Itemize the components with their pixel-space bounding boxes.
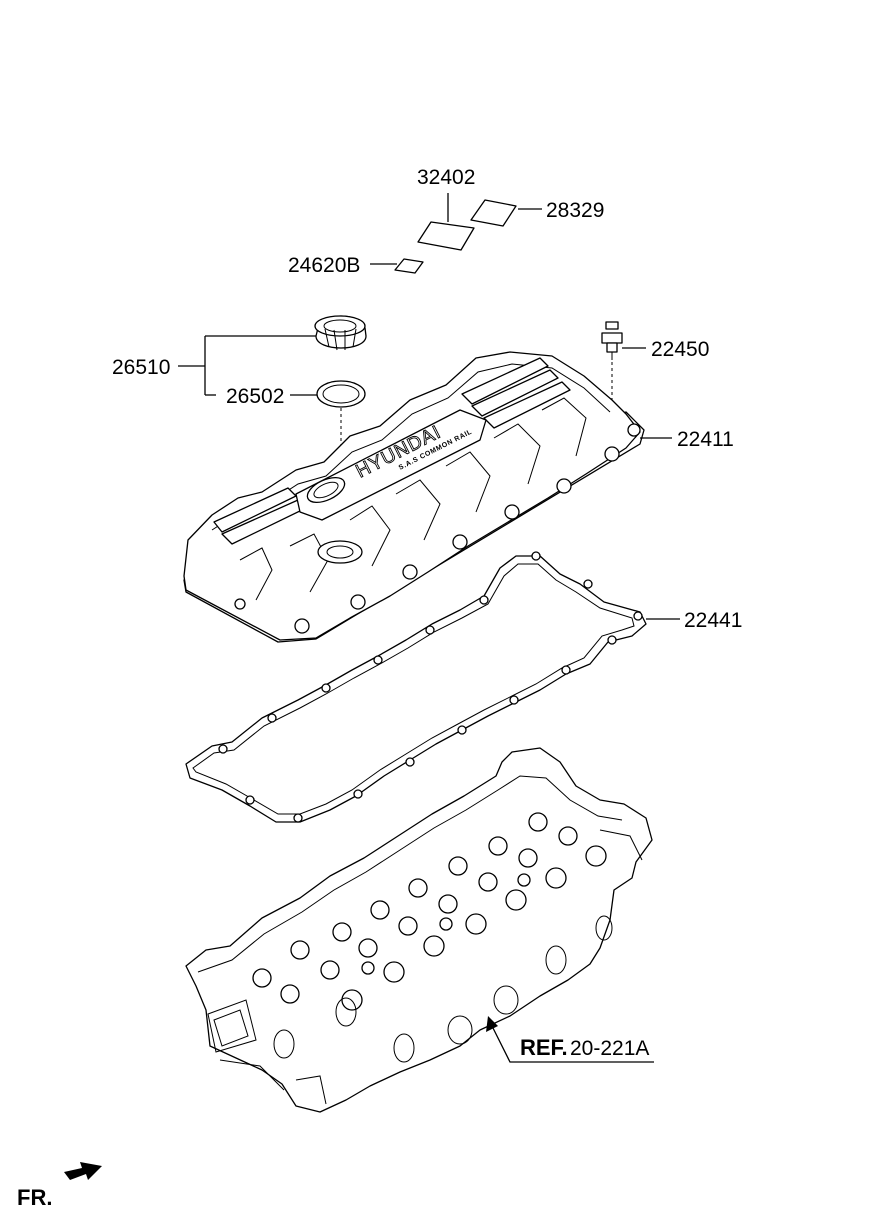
filler-cap-gasket[interactable]	[316, 380, 366, 408]
callout-26510[interactable]: 26510	[112, 356, 170, 379]
callout-28329[interactable]: 28329	[546, 199, 604, 222]
pcv-valve-bolt[interactable]	[601, 321, 623, 360]
callout-22441[interactable]: 22441	[684, 609, 742, 632]
callout-22450[interactable]: 22450	[651, 338, 709, 361]
head-cover-gasket[interactable]	[185, 551, 647, 823]
label-sticker-group	[370, 193, 542, 274]
callout-32402[interactable]: 32402	[417, 166, 475, 189]
sticker-24620b[interactable]	[394, 258, 424, 274]
cylinder-head-bosses	[252, 812, 607, 1011]
callout-22411[interactable]: 22411	[677, 428, 734, 451]
cylinder-head-reference[interactable]	[185, 747, 653, 1113]
cylinder-head-cover[interactable]: HYUNDAI S.A.S COMMON RAIL	[183, 351, 645, 643]
cover-bolt-bosses	[234, 423, 641, 634]
reference-code: 20-221A	[570, 1037, 649, 1060]
sticker-32402[interactable]	[417, 221, 475, 251]
oil-filler-cap[interactable]	[314, 315, 367, 351]
front-direction-indicator: FR.	[17, 1162, 102, 1210]
gasket-bolt-holes	[218, 551, 643, 823]
front-arrow-icon	[64, 1162, 102, 1180]
callout-24620b[interactable]: 24620B	[288, 254, 360, 277]
reference-callout[interactable]: REF. 20-221A	[520, 1035, 649, 1060]
callout-26502[interactable]: 26502	[226, 385, 284, 408]
front-label: FR.	[17, 1185, 52, 1210]
sticker-28329[interactable]	[470, 199, 517, 227]
leader-lines	[178, 335, 680, 1063]
reference-prefix: REF.	[520, 1035, 568, 1060]
